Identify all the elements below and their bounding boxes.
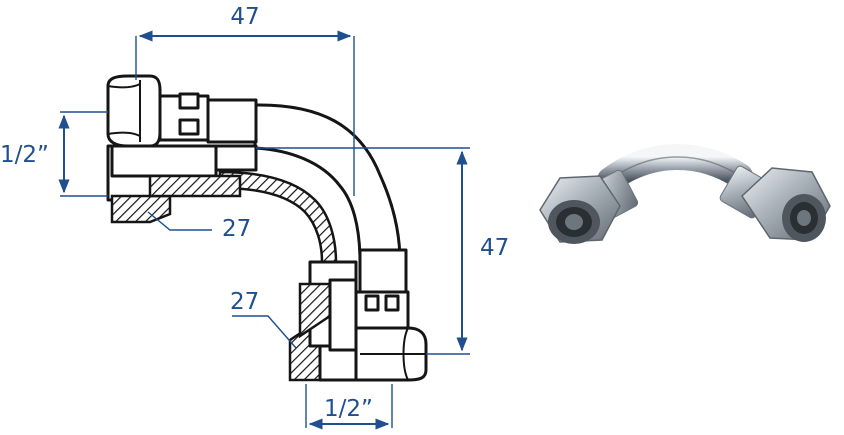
upper-hex-label: 27 <box>222 216 251 242</box>
right-length-label: 47 <box>480 235 509 261</box>
product-photo <box>539 144 831 244</box>
bottom-thread-label: 1/2” <box>324 396 373 422</box>
lower-hex-leader <box>232 315 297 349</box>
lower-hex-label: 27 <box>230 289 259 315</box>
photo-right-nut <box>719 165 831 242</box>
dimension-labels: 47 47 1/2” 1/2” 27 27 <box>0 4 509 422</box>
elbow-drawing <box>106 74 428 382</box>
top-length-label: 47 <box>230 4 259 30</box>
dimension-lines <box>58 30 470 430</box>
left-thread-label: 1/2” <box>0 142 49 168</box>
lower-body <box>298 248 410 352</box>
upper-body <box>110 92 258 198</box>
photo-left-nut <box>539 169 639 244</box>
upper-hex-leader <box>147 211 212 231</box>
